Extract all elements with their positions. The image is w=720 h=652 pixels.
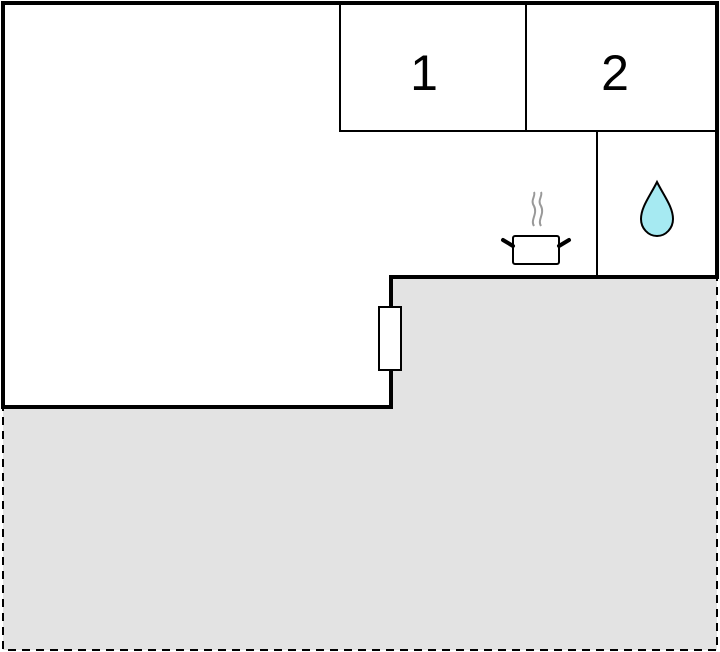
house-interior — [3, 3, 717, 407]
exterior-walls — [1, 1, 719, 409]
door-icon — [378, 306, 402, 371]
cooking-pot-icon — [501, 191, 571, 265]
water-drop-icon — [639, 179, 675, 238]
interior-walls — [339, 3, 717, 277]
room-2-label: 2 — [601, 45, 629, 101]
room-1-label: 1 — [410, 45, 438, 101]
